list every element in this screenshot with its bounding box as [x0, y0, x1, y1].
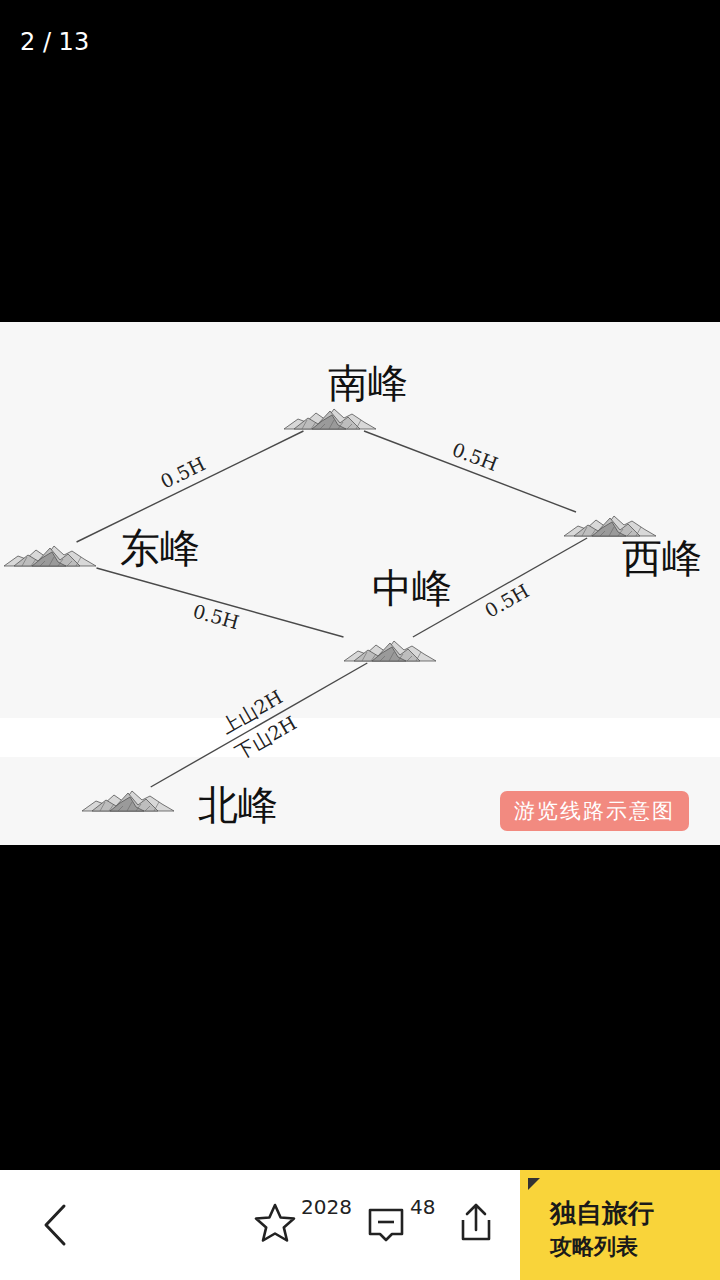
- mountain-icon: [342, 637, 438, 663]
- image-panel: [0, 757, 720, 845]
- comment-count: 48: [410, 1197, 435, 1217]
- route-line: [364, 431, 576, 512]
- back-icon: [46, 1206, 64, 1244]
- button-text: 独自旅行: [550, 1196, 654, 1231]
- image-panel: [0, 322, 720, 718]
- peak-name: 北峰: [198, 785, 278, 825]
- route-line: [151, 663, 368, 787]
- peak-node: 中峰: [342, 637, 438, 663]
- star-icon: [256, 1205, 294, 1241]
- favorite-count: 2028: [301, 1197, 352, 1217]
- peak-name: 中峰: [372, 568, 452, 608]
- mountain-icon: [562, 512, 658, 538]
- peak-name: 南峰: [328, 363, 408, 403]
- page-counter: 2 / 13: [20, 30, 89, 54]
- mountain-icon: [2, 542, 98, 568]
- comment-icon: [370, 1210, 402, 1240]
- bottom-bar: [0, 1170, 720, 1280]
- comment-icon: [378, 1221, 394, 1224]
- share-icon: [467, 1205, 485, 1230]
- peak-name: 西峰: [622, 538, 702, 578]
- button-text: 攻略列表: [550, 1232, 638, 1262]
- image-panel: [0, 718, 720, 757]
- peak-node: 南峰: [282, 405, 378, 431]
- mountain-icon: [282, 405, 378, 431]
- tag-text: 游览线路示意图: [514, 797, 675, 825]
- route-line: [97, 568, 344, 637]
- legend-tag: 游览线路示意图: [500, 791, 689, 831]
- peak-name: 东峰: [120, 528, 200, 568]
- mountain-icon: [80, 787, 176, 813]
- peak-node: 北峰: [80, 787, 176, 813]
- peak-node: 东峰: [2, 542, 98, 568]
- corner-mark: [528, 1178, 540, 1190]
- guide-list-button: 独自旅行攻略列表: [520, 1170, 720, 1280]
- route-line: [77, 431, 304, 542]
- peak-node: 西峰: [562, 512, 658, 538]
